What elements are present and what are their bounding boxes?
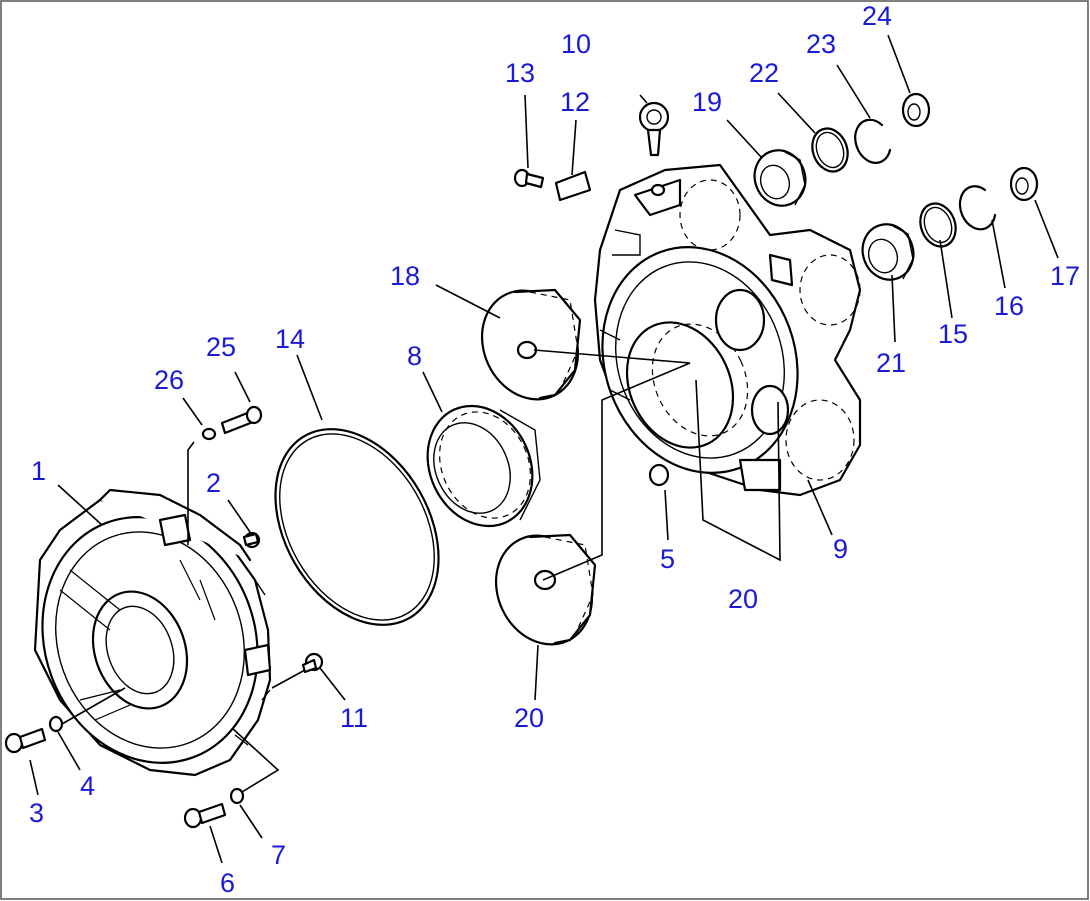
- label-19: 19: [692, 87, 722, 117]
- label-8: 8: [407, 341, 422, 371]
- part-number-labels: 1 2 3 4 5 6 7 8 9 10 11 12 13 14 15 16 1…: [29, 1, 1080, 898]
- leader-lines: [29, 34, 1059, 864]
- part-12-plate: [554, 170, 592, 202]
- label-13: 13: [505, 58, 535, 88]
- label-3: 3: [29, 798, 44, 828]
- label-12: 12: [560, 87, 590, 117]
- part-18-gear: [480, 288, 582, 401]
- part-23-snap-ring: [854, 118, 892, 164]
- part-3-bolt: [4, 727, 47, 754]
- part-13-bolt: [513, 168, 545, 189]
- label-17: 17: [1050, 261, 1080, 291]
- label-16: 16: [994, 291, 1024, 321]
- part-15-seal-ring: [919, 202, 957, 248]
- part-20-gear-lower: [494, 533, 597, 646]
- label-20-gear: 20: [514, 703, 544, 733]
- label-7: 7: [271, 840, 286, 870]
- label-18: 18: [390, 261, 420, 291]
- label-20-carrier: 20: [728, 584, 758, 614]
- label-1: 1: [31, 456, 46, 486]
- part-7-washer: [229, 787, 245, 805]
- part-26-washer: [201, 427, 217, 441]
- label-23: 23: [806, 29, 836, 59]
- part-25-bolt: [220, 405, 263, 435]
- part-24-nut: [901, 92, 931, 128]
- part-5-washer: [648, 463, 670, 487]
- label-22: 22: [749, 58, 779, 88]
- part-21-bearing: [861, 223, 915, 281]
- part-2-bolt: [242, 531, 261, 549]
- part-6-bolt: [183, 802, 227, 829]
- label-24: 24: [862, 1, 892, 31]
- part-17-nut: [1009, 166, 1039, 202]
- part-16-snap-ring: [958, 185, 997, 231]
- label-4: 4: [80, 771, 95, 801]
- label-26: 26: [154, 365, 184, 395]
- label-11: 11: [340, 703, 368, 733]
- label-14: 14: [275, 324, 305, 354]
- label-25: 25: [206, 332, 236, 362]
- label-10: 10: [561, 29, 591, 59]
- label-15: 15: [938, 319, 968, 349]
- part-14-o-ring: [274, 428, 440, 626]
- part-4-washer: [48, 715, 64, 733]
- label-6: 6: [220, 868, 235, 898]
- part-10-eye-bolt: [638, 101, 670, 157]
- label-21: 21: [876, 348, 906, 378]
- part-9-carrier-housing: [593, 163, 862, 497]
- part-19-bearing: [753, 149, 807, 207]
- label-5: 5: [660, 544, 675, 574]
- label-2: 2: [206, 468, 221, 498]
- part-8-bearing: [426, 404, 541, 528]
- label-9: 9: [833, 534, 848, 564]
- part-11-plug: [301, 652, 324, 674]
